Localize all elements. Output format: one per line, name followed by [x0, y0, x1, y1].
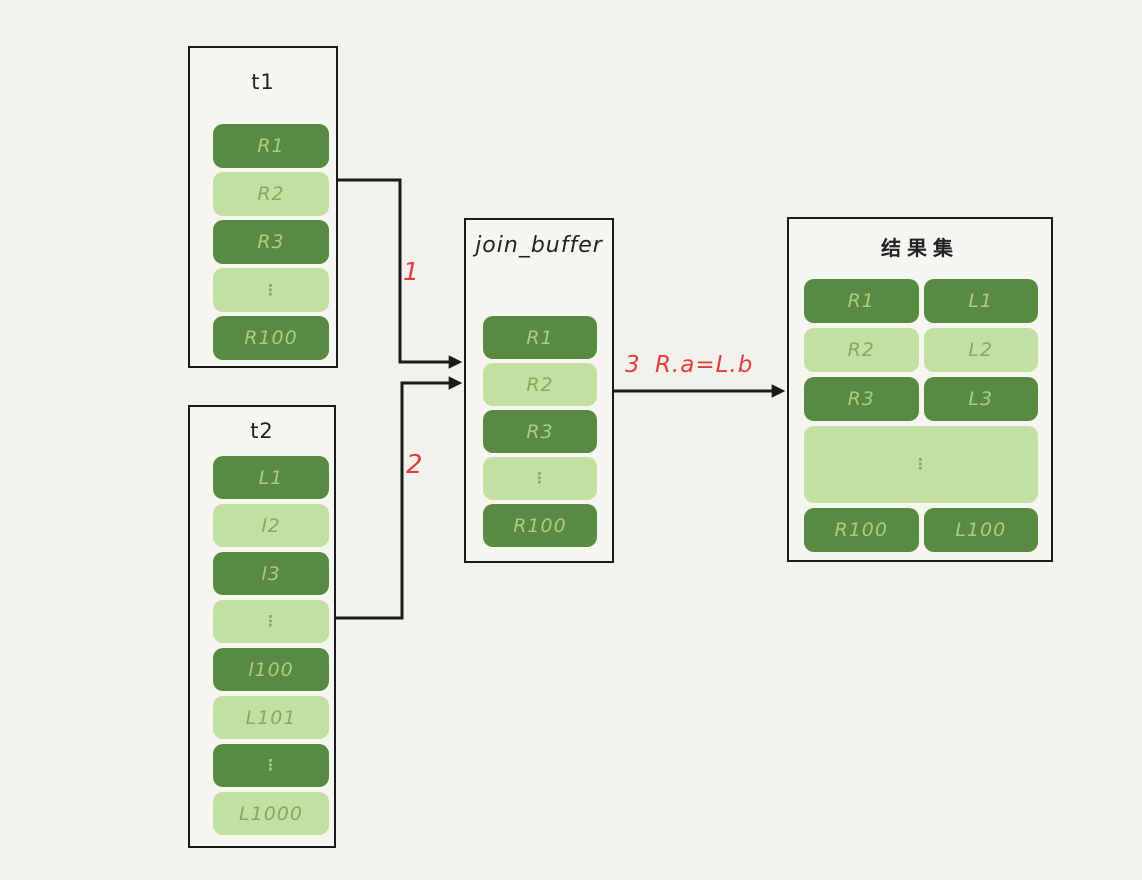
record-cell: R3 — [804, 377, 919, 421]
table-row: ⋮ — [483, 457, 597, 500]
record-cell: L101 — [213, 696, 329, 739]
table-row: l100 — [213, 648, 329, 691]
record-cell: R2 — [213, 172, 329, 216]
record-cell: L2 — [923, 328, 1038, 372]
table-row: ⋮ — [213, 268, 329, 312]
join-buffer-title: join_buffer — [475, 233, 603, 258]
record-cell: R2 — [804, 328, 919, 372]
table-row: ⋮ — [804, 426, 1038, 503]
table-t1-title: t1 — [251, 70, 275, 94]
table-row: R100 — [483, 504, 597, 547]
table-row: R2 — [213, 172, 329, 216]
step-2-label: 2 — [406, 450, 423, 480]
ellipsis-cell: ⋮ — [213, 600, 329, 643]
record-cell: l3 — [213, 552, 329, 595]
record-cell: l100 — [213, 648, 329, 691]
record-cell: L100 — [923, 508, 1038, 552]
record-cell: L1 — [923, 279, 1038, 323]
step-1-label: 1 — [403, 257, 419, 286]
ellipsis-cell: ⋮ — [483, 457, 597, 500]
record-cell: R100 — [804, 508, 919, 552]
table-row: ⋮ — [213, 600, 329, 643]
table-row: R1 — [213, 124, 329, 168]
record-cell: R3 — [483, 410, 597, 453]
table-row: R1 — [483, 316, 597, 359]
record-cell: L3 — [923, 377, 1038, 421]
record-cell: R1 — [213, 124, 329, 168]
table-row: R100 — [213, 316, 329, 360]
record-cell: L1000 — [213, 792, 329, 835]
table-row: R2 — [483, 363, 597, 406]
table-row: R3 — [483, 410, 597, 453]
record-cell: R100 — [213, 316, 329, 360]
table-row: ⋮ — [213, 744, 329, 787]
table-row: L1000 — [213, 792, 329, 835]
ellipsis-cell: ⋮ — [804, 426, 1038, 503]
arrow-t1-to-join-buffer — [338, 178, 463, 369]
record-cell: L1 — [213, 456, 329, 499]
table-row: R3 — [213, 220, 329, 264]
table-row: L101 — [213, 696, 329, 739]
record-cell: l2 — [213, 504, 329, 547]
table-t2-title: t2 — [250, 419, 274, 443]
table-row: l2 — [213, 504, 329, 547]
record-cell: R2 — [483, 363, 597, 406]
record-cell: R3 — [213, 220, 329, 264]
ellipsis-cell: ⋮ — [213, 744, 329, 787]
step-3-condition-label: 3 R.a=L.b — [625, 352, 754, 378]
table-row: L1 — [213, 456, 329, 499]
arrow-t2-to-join-buffer — [336, 376, 463, 620]
table-row: l3 — [213, 552, 329, 595]
result-set-title: 结果集 — [881, 236, 959, 260]
record-cell: R100 — [483, 504, 597, 547]
record-cell: R1 — [483, 316, 597, 359]
record-cell: R1 — [804, 279, 919, 323]
ellipsis-cell: ⋮ — [213, 268, 329, 312]
